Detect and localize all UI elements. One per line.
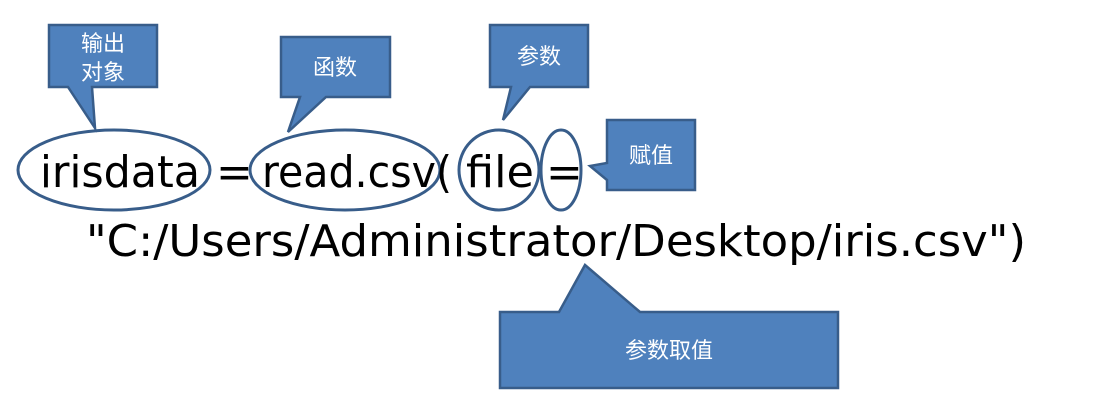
callout-parameter-value-label: 参数取值 bbox=[625, 339, 713, 364]
callout-parameter-label: 参数 bbox=[517, 45, 561, 70]
code-output-object: irisdata bbox=[40, 147, 200, 198]
callout-parameter: 参数 bbox=[488, 23, 590, 121]
highlight-output-object bbox=[16, 128, 212, 212]
callout-output-object: 输出 对象 bbox=[47, 23, 159, 133]
callout-output-object-line2: 对象 bbox=[81, 61, 125, 86]
code-assign-op-2: = bbox=[546, 147, 583, 198]
callout-output-object-line1: 输出 bbox=[81, 32, 125, 57]
callout-parameter-value: 参数取值 bbox=[498, 263, 840, 390]
code-function-name: read.csv( bbox=[262, 147, 452, 198]
callout-assignment: 赋值 bbox=[587, 118, 697, 192]
code-param-name: file bbox=[466, 147, 534, 198]
code-param-value: "C:/Users/Administrator/Desktop/iris.csv… bbox=[86, 216, 1026, 267]
highlight-parameter bbox=[457, 128, 541, 212]
callout-function: 函数 bbox=[279, 35, 392, 133]
callout-assignment-label: 赋值 bbox=[629, 144, 673, 169]
highlight-assignment bbox=[539, 128, 583, 212]
code-assign-op-1: = bbox=[216, 147, 253, 198]
callout-function-label: 函数 bbox=[313, 56, 357, 81]
highlight-function bbox=[248, 128, 442, 212]
